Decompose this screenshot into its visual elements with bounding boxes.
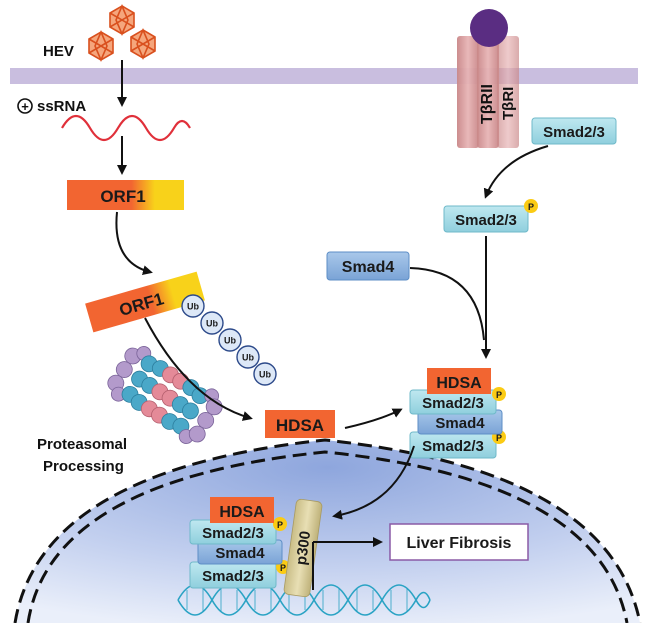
arrow-hdsa-to-complex (344, 408, 403, 429)
arrow-orf1-to-ubiquitinated (115, 211, 153, 276)
nucleus (13, 438, 642, 623)
orf1-label: ORF1 (100, 187, 145, 206)
ssrna-label-group: + ssRNA (17, 98, 86, 115)
svg-text:Ub: Ub (224, 336, 236, 346)
svg-text:P: P (528, 202, 534, 212)
ub-icon: Ub (253, 362, 277, 386)
svg-text:Ub: Ub (187, 302, 199, 312)
svg-text:P: P (280, 563, 286, 573)
arrow-complex-to-nucleus (332, 445, 415, 520)
liver-fibrosis-label: Liver Fibrosis (407, 535, 512, 552)
phospho-icon (524, 199, 538, 213)
hdsa-label: HDSA (276, 416, 324, 435)
smad23-receptor-protein: Smad2/3 (531, 117, 617, 145)
ubiquitin-chain: Ub Ub Ub Ub Ub (181, 294, 277, 386)
svg-text:P: P (496, 433, 502, 443)
liver-fibrosis-box: Liver Fibrosis (389, 523, 529, 561)
svg-text:Smad2/3: Smad2/3 (422, 395, 484, 412)
svg-text:Smad4: Smad4 (435, 415, 485, 432)
ssrna-label: ssRNA (37, 98, 86, 115)
svg-text:Smad4: Smad4 (342, 259, 395, 276)
tgfb-receptor: TβRI TβRII (457, 9, 519, 148)
svg-text:Smad2/3: Smad2/3 (202, 525, 264, 542)
svg-text:P: P (496, 390, 502, 400)
ub-icon: Ub (236, 345, 260, 369)
proteasomal-label: Proteasomal (37, 436, 127, 453)
arrow-orf1-to-hdsa (144, 317, 253, 421)
svg-text:Smad4: Smad4 (215, 545, 265, 562)
tgfb-ligand-icon (470, 9, 508, 47)
receptor-tbri-label: TβRI (500, 87, 517, 120)
svg-text:Ub: Ub (259, 370, 271, 380)
svg-text:Ub: Ub (242, 353, 254, 363)
ub-icon: Ub (181, 294, 205, 318)
phospho-icon (273, 517, 287, 531)
phospho-icon (492, 387, 506, 401)
ub-icon: Ub (200, 311, 224, 335)
plus-sign: + (21, 99, 29, 114)
smad4-protein: Smad4 (326, 251, 410, 281)
svg-text:HDSA: HDSA (436, 375, 482, 392)
arrow-smad23-phosphorylation (483, 145, 549, 199)
svg-text:p300: p300 (293, 530, 315, 566)
orf1-protein: ORF1 (67, 180, 184, 210)
receptor-tbrii-label: TβRII (479, 84, 496, 124)
proteasome-icon (107, 346, 223, 444)
cytoplasmic-complex: Smad2/3 P Smad4 Smad2/3 P HDSA (409, 368, 506, 459)
ssrna-wave (61, 114, 191, 142)
svg-text:Ub: Ub (206, 319, 218, 329)
ub-icon: Ub (218, 328, 242, 352)
hev-virus-icon (88, 3, 156, 63)
svg-text:Smad2/3: Smad2/3 (455, 212, 517, 229)
svg-text:P: P (277, 520, 283, 530)
svg-text:HDSA: HDSA (219, 504, 265, 521)
svg-text:Smad2/3: Smad2/3 (422, 438, 484, 455)
smad23-phosphorylated-protein: Smad2/3 P (443, 199, 538, 233)
processing-label: Processing (43, 458, 124, 475)
arrow-smad4-to-complex (409, 267, 485, 341)
hev-label: HEV (43, 43, 74, 60)
svg-text:Smad2/3: Smad2/3 (202, 568, 264, 585)
hdsa-protein: HDSA (265, 410, 335, 438)
cell-membrane (10, 68, 638, 84)
svg-text:Smad2/3: Smad2/3 (543, 124, 605, 141)
